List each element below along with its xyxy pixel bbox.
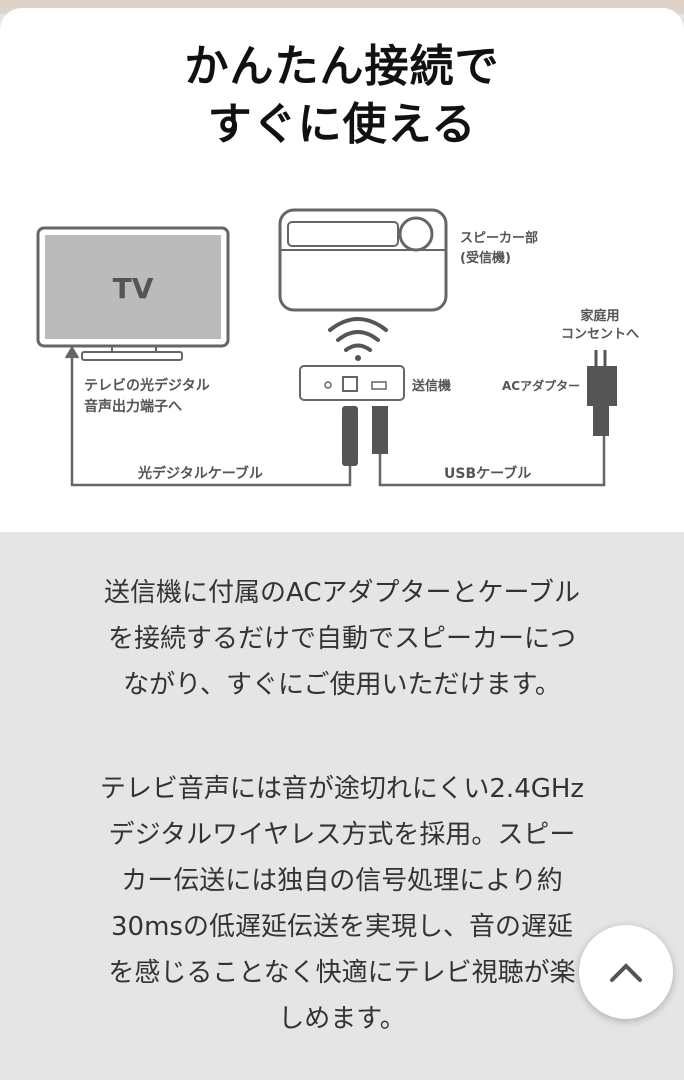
tv-port-label: テレビの光デジタル xyxy=(84,377,210,394)
text-line: テレビ音声には音が途切れにくい2.4GHz xyxy=(99,774,585,804)
text-line: を感じることなく快適にテレビ視聴が楽 xyxy=(108,958,576,988)
text-line: デジタルワイヤレス方式を採用。スピー xyxy=(108,820,576,850)
text-line: カー伝送には独自の信号処理により約 xyxy=(121,866,563,896)
chevron-up-icon xyxy=(610,963,642,982)
transmitter-illustration: 送信機 xyxy=(299,365,451,401)
text-line: 送信機に付属のACアダプターとケーブル xyxy=(104,578,580,608)
text-line: を接続するだけで自動でスピーカーにつ xyxy=(107,624,576,654)
wifi-icon xyxy=(328,317,388,361)
description-paragraph: 送信機に付属のACアダプターとケーブル を接続するだけで自動でスピーカーにつ な… xyxy=(0,570,684,708)
tv-illustration: TV xyxy=(36,226,230,361)
outlet-label: コンセントへ xyxy=(561,327,639,342)
text-line: ながり、すぐにご使用いただけます。 xyxy=(123,670,561,700)
transmitter-label: 送信機 xyxy=(411,378,451,394)
title-line: すぐに使える xyxy=(207,99,477,150)
optical-cable-label: 光デジタルケーブル xyxy=(137,465,263,482)
description-paragraph: テレビ音声には音が途切れにくい2.4GHz デジタルワイヤレス方式を採用。スピー… xyxy=(0,766,684,1042)
cables xyxy=(64,345,606,487)
title-line: かんたん接続で xyxy=(184,41,500,92)
usb-cable-label: USBケーブル xyxy=(444,465,531,482)
scroll-to-top-button[interactable] xyxy=(579,925,673,1019)
adapter-label: ACアダプター xyxy=(502,378,580,393)
speaker-illustration: スピーカー部 (受信機) xyxy=(278,208,538,312)
page-title: かんたん接続で すぐに使える xyxy=(0,38,684,154)
receiver-label: (受信機) xyxy=(460,250,511,266)
text-line: 30msの低遅延伝送を実現し、音の遅延 xyxy=(111,912,573,942)
tv-port-label: 音声出力端子へ xyxy=(84,398,182,415)
tv-label: TV xyxy=(113,272,154,305)
connection-diagram: TV スピーカー部 (受信機) 送信機 ACアダプター 家庭用 コンセントへ テ… xyxy=(36,208,639,487)
outlet-label: 家庭用 xyxy=(580,308,619,324)
adapter-illustration: ACアダプター 家庭用 コンセントへ xyxy=(502,308,639,436)
text-line: しめます。 xyxy=(278,1004,406,1034)
speaker-label: スピーカー部 xyxy=(460,230,538,246)
